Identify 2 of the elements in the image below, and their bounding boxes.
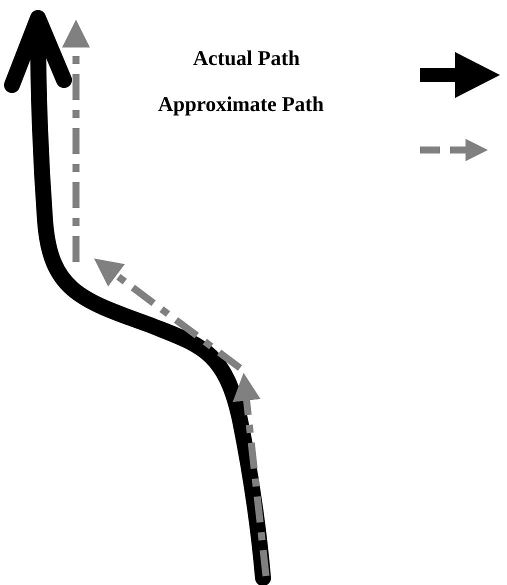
legend-label: Actual Path (193, 46, 300, 71)
legend-label: Approximate Path (158, 92, 324, 117)
